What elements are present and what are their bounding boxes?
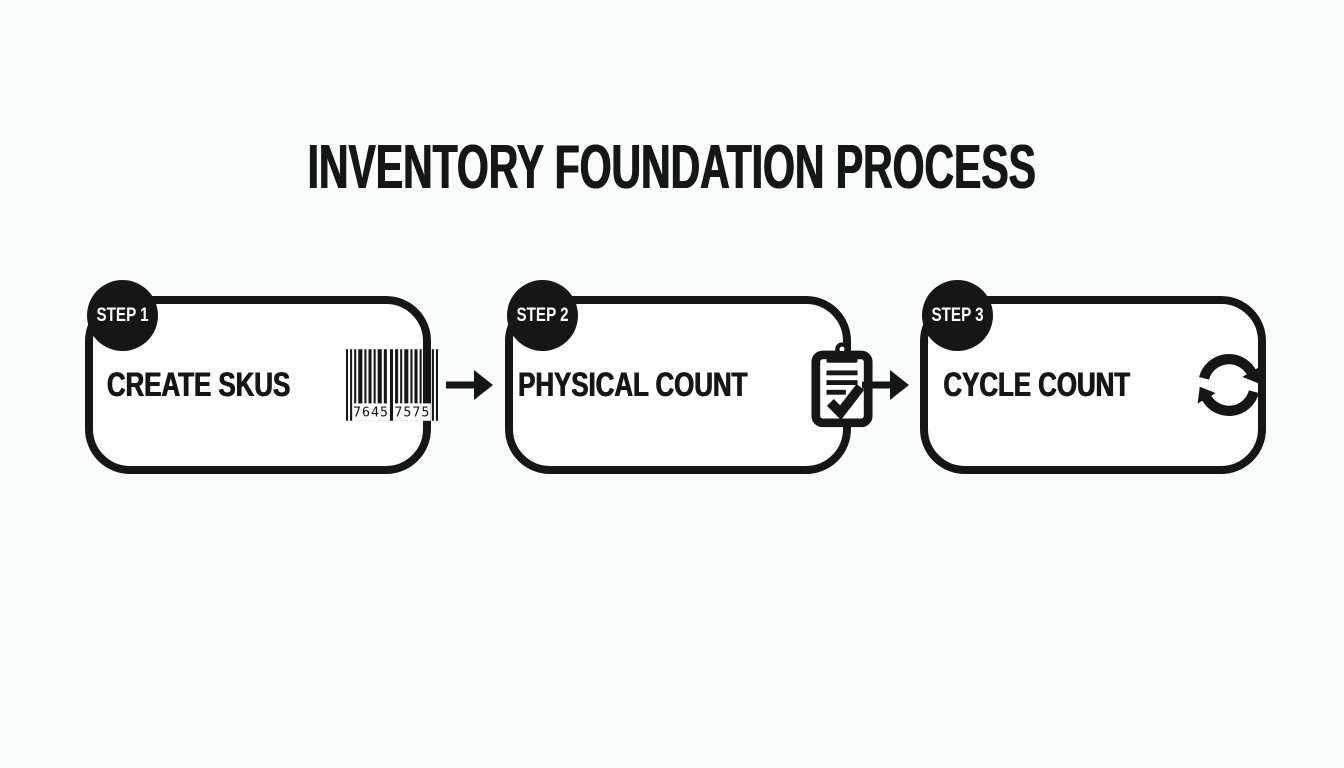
step-card-create-skus: STEP 1 CREATE SKUS	[85, 280, 438, 474]
diagram-title-text: INVENTORY FOUNDATION PROCESS	[307, 133, 1037, 202]
step-card-content: CYCLE COUNT	[928, 304, 1261, 466]
sync-arrows-icon	[1197, 354, 1261, 416]
step-card-cycle-count: STEP 3 CYCLE COUNT	[920, 280, 1266, 474]
step-card-physical-count: STEP 2 PHYSICAL COUNT	[505, 280, 873, 474]
step-badge-label: STEP 2	[516, 304, 569, 326]
step-badge-label: STEP 3	[931, 304, 984, 326]
right-arrow-icon	[862, 370, 909, 400]
step-card-content: CREATE SKUS	[93, 304, 438, 466]
step-label: CYCLE COUNT	[943, 365, 1131, 404]
barcode-digits-right: 7575	[394, 406, 430, 421]
step-label: CREATE SKUS	[107, 365, 291, 404]
step-badge: STEP 3	[922, 280, 993, 351]
clipboard-checklist-icon	[811, 342, 873, 428]
step-badge-label: STEP 1	[96, 304, 149, 326]
diagram-title: INVENTORY FOUNDATION PROCESS	[0, 132, 1344, 203]
step-card-content: PHYSICAL COUNT	[513, 304, 873, 466]
barcode-icon: 7645 7575	[345, 349, 438, 421]
step-badge: STEP 2	[507, 280, 578, 351]
barcode-digits-left: 7645	[353, 406, 389, 421]
step-label: PHYSICAL COUNT	[518, 365, 748, 404]
step-badge: STEP 1	[87, 280, 158, 351]
right-arrow-icon	[446, 370, 493, 400]
